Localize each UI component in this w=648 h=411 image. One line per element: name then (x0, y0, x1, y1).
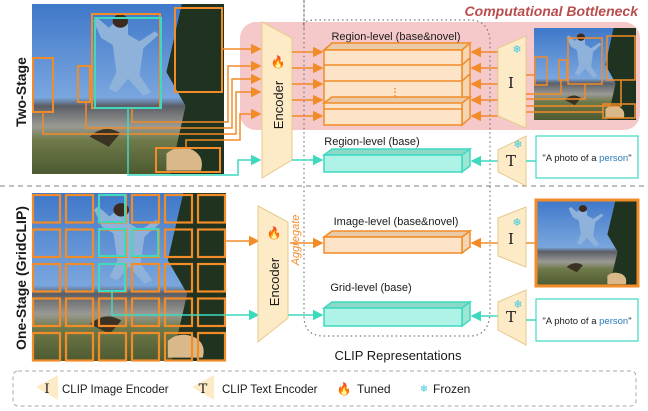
flame-icon: 🔥 (337, 382, 352, 396)
text-prompt-top: "A photo of a person" (535, 135, 639, 179)
clip-representations-box (302, 0, 491, 337)
one-stage-encoder: Encoder 🔥 (257, 205, 289, 344)
one-stage-grid-image (31, 193, 227, 362)
bottleneck-title: Computational Bottleneck (465, 3, 640, 19)
legend-label: CLIP Text Encoder (222, 384, 318, 396)
region-base-label: Region-level (base) (324, 136, 419, 148)
legend-label: CLIP Image Encoder (62, 384, 169, 396)
clip-text-encoder-top: T ❄ (497, 135, 527, 187)
aggregate-label: Aggregate (290, 215, 302, 267)
svg-text:T: T (506, 308, 516, 326)
grid-cell (97, 331, 128, 362)
grid-cell (64, 228, 95, 259)
grid-cell (64, 193, 95, 224)
grid-cell (196, 228, 227, 259)
clip-text-encoder-bottom: T ❄ (497, 289, 527, 346)
svg-text:"A photo of a person": "A photo of a person" (542, 316, 631, 327)
grid-cell (31, 228, 62, 259)
grid-cell (163, 193, 194, 224)
grid-level-label: Grid-level (base) (330, 282, 411, 294)
flame-icon: 🔥 (267, 226, 282, 240)
image-level-label: Image-level (base&novel) (334, 216, 459, 228)
grid-cell (196, 297, 227, 328)
grid-cell (163, 297, 194, 328)
snowflake-icon: ❄ (513, 299, 522, 311)
legend-item-frozen: ❄ Frozen (420, 382, 471, 396)
grid-cell (31, 297, 62, 328)
text-encoder-glyph: T (199, 382, 208, 397)
grid-level-feature (321, 300, 473, 328)
grid-cell (64, 262, 95, 293)
one-stage-input-image (534, 198, 640, 288)
two-stage-encoder: Encoder 🔥 (261, 21, 293, 179)
svg-text:I: I (508, 74, 514, 92)
grid-cell (196, 193, 227, 224)
region-box (155, 147, 221, 173)
region-box (77, 65, 91, 103)
grid-cell (163, 262, 194, 293)
clip-image-encoder-bottom: I ❄ (497, 206, 527, 268)
legend: I CLIP Image Encoder T CLIP Text Encoder… (12, 370, 637, 407)
grid-cell (64, 297, 95, 328)
snowflake-icon: ❄ (512, 217, 521, 229)
legend-label: Frozen (433, 382, 470, 396)
snowflake-icon: ❄ (512, 44, 521, 56)
grid-cell (163, 331, 194, 362)
region-novel-label: Region-level (base&novel) (331, 31, 460, 43)
grid-cell (130, 331, 161, 362)
grid-cell (31, 193, 62, 224)
one-stage-label: One-Stage (GridCLIP) (13, 206, 29, 350)
grid-cell (31, 331, 62, 362)
svg-text:Encoder: Encoder (271, 80, 286, 129)
grid-cell (196, 262, 227, 293)
two-stage-label: Two-Stage (13, 57, 29, 127)
image-level-feature (321, 229, 473, 255)
grid-cell (31, 262, 62, 293)
legend-item-tuned: 🔥 Tuned (337, 382, 391, 396)
svg-text:T: T (506, 152, 516, 170)
grid-cell (196, 331, 227, 362)
svg-text:Encoder: Encoder (267, 257, 282, 306)
two-stage-region-image (526, 28, 636, 120)
region-box (174, 7, 223, 93)
snowflake-icon: ❄ (420, 384, 428, 395)
grid-cell (130, 262, 161, 293)
legend-item-text-encoder: T CLIP Text Encoder (192, 375, 318, 400)
grid-cell (130, 193, 161, 224)
legend-label: Tuned (357, 382, 391, 396)
grid-cell (64, 331, 95, 362)
grid-cell (130, 297, 161, 328)
grid-cell (163, 228, 194, 259)
region-novel-features (321, 41, 473, 127)
svg-text:"A photo of a person": "A photo of a person" (542, 153, 631, 164)
flame-icon: 🔥 (271, 55, 286, 69)
legend-item-image-encoder: I CLIP Image Encoder (36, 375, 169, 400)
text-prompt-bottom: "A photo of a person" (535, 298, 639, 342)
region-base-feature (321, 147, 473, 174)
clip-representations-label: CLIP Representations (335, 348, 462, 363)
svg-text:I: I (508, 230, 514, 248)
clip-image-encoder-top: I ❄ (497, 35, 527, 129)
snowflake-icon: ❄ (513, 139, 522, 151)
image-encoder-glyph: I (44, 382, 49, 397)
